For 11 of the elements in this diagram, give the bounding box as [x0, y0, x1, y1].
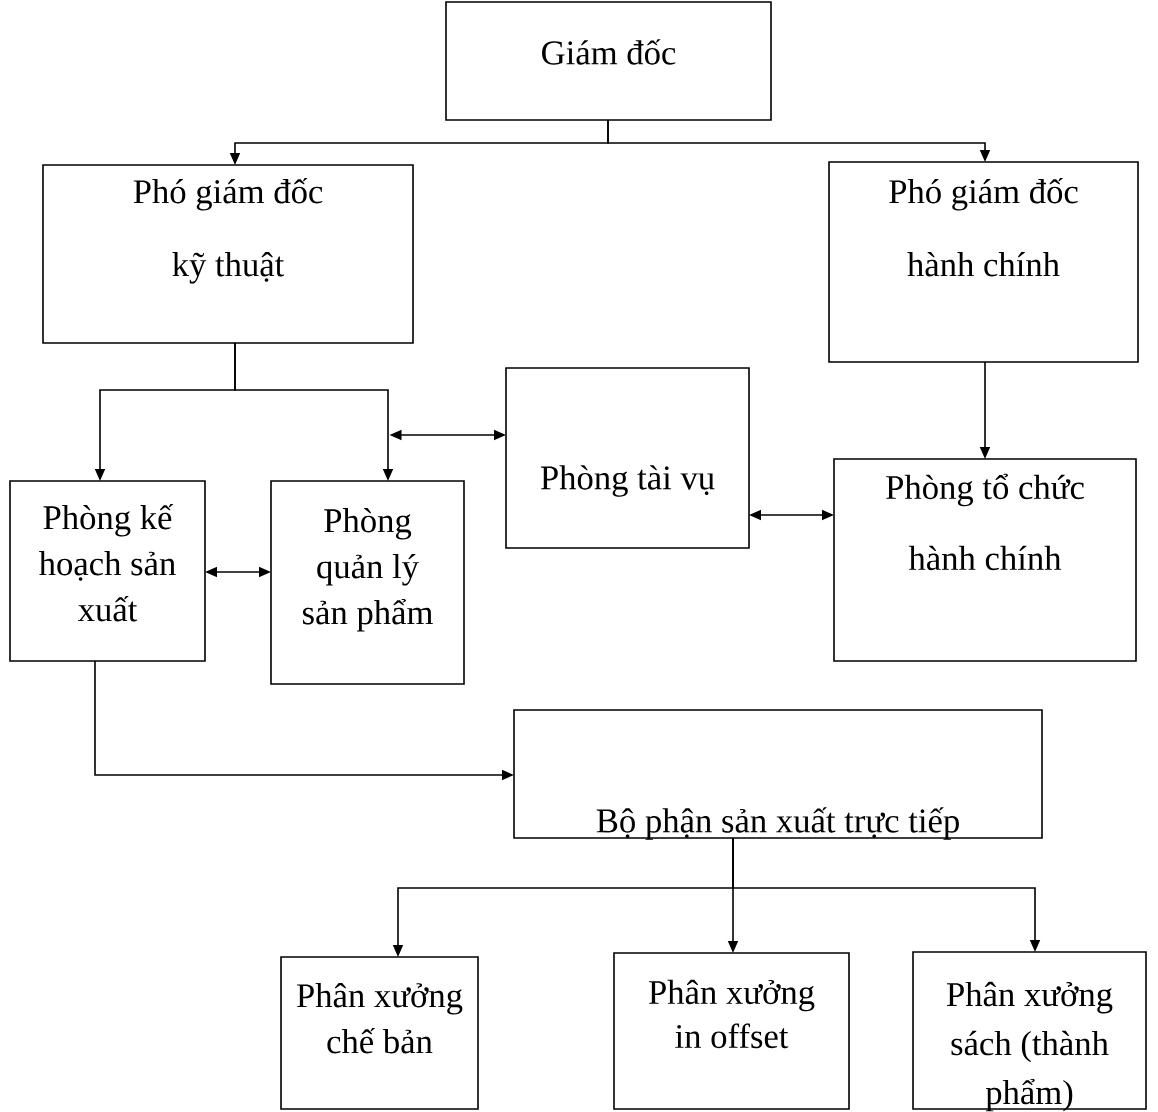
- org-box: Phó giám đốc hành chính: [828, 161, 1139, 363]
- org-box: Bộ phận sản xuất trực tiếp: [513, 709, 1043, 840]
- org-box: Giám đốc: [445, 1, 772, 121]
- org-box: Phân xưởng chế bản: [280, 956, 479, 1110]
- org-box: Phân xưởng sách (thành phẩm): [912, 951, 1147, 1112]
- org-box: Phòng tổ chức hành chính: [833, 458, 1137, 662]
- org-box: Phân xưởng in offset: [613, 952, 850, 1110]
- org-box: Phòng kế hoạch sản xuất: [9, 480, 206, 662]
- org-box: Phòng quản lý sản phẩm: [270, 480, 465, 685]
- org-box: Phòng tài vụ: [505, 367, 750, 549]
- org-box: Phó giám đốc kỹ thuật: [42, 164, 414, 344]
